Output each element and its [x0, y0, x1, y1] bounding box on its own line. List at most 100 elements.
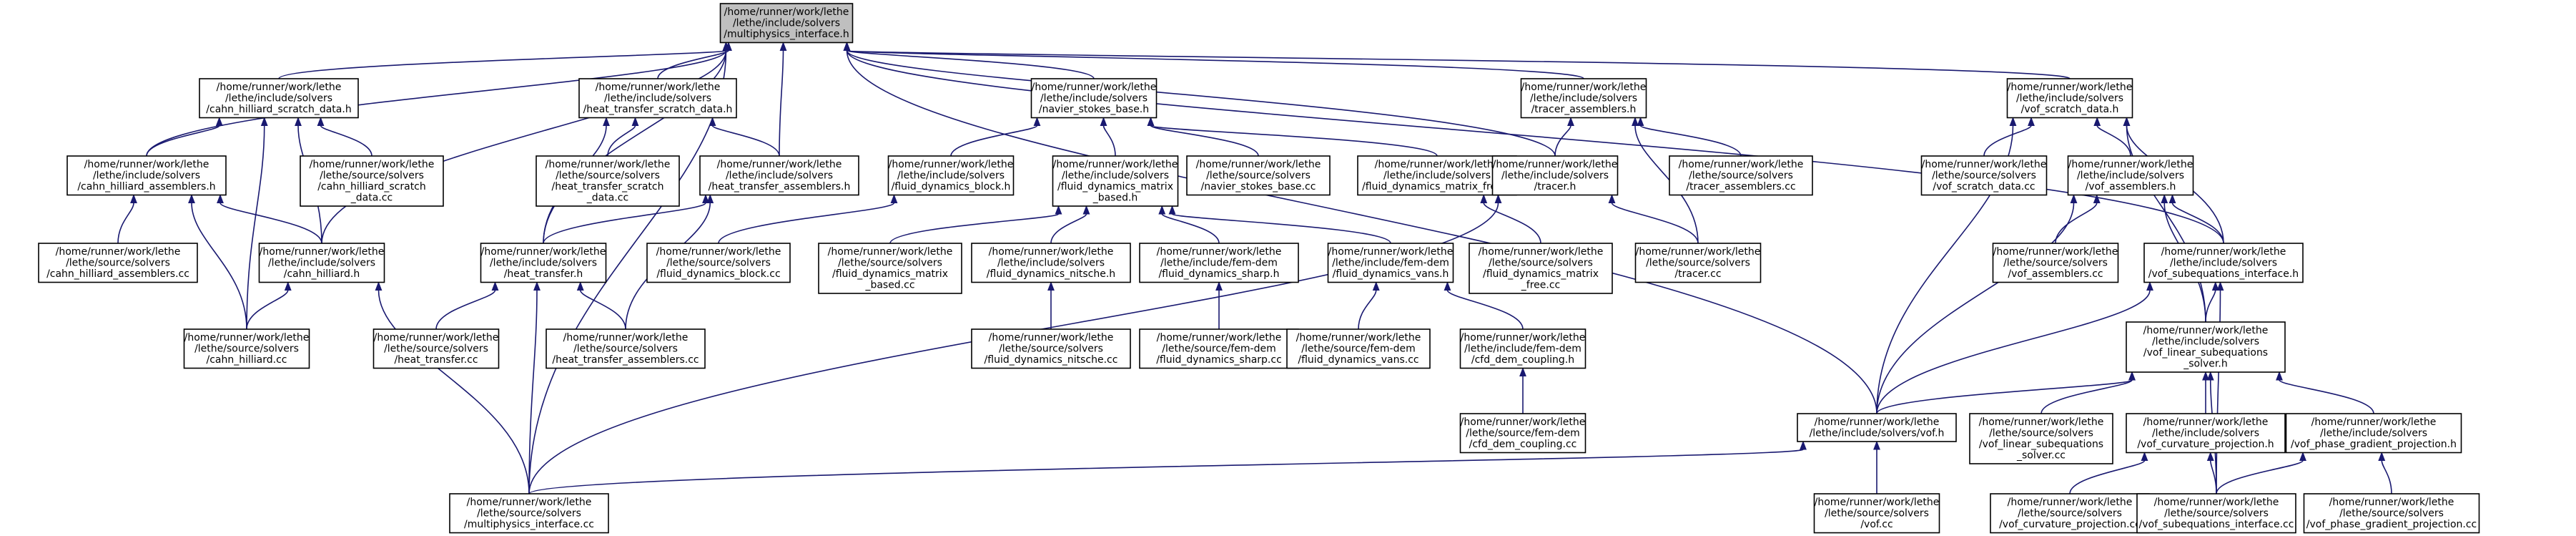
node-box	[2126, 321, 2286, 373]
graph-node-fdmb[interactable]: /home/runner/work/lethe/lethe/include/so…	[1052, 155, 1179, 207]
graph-node-htcc[interactable]: /home/runner/work/lethe/lethe/source/sol…	[372, 328, 500, 369]
edge-arrowhead	[2276, 371, 2283, 381]
graph-node-cdccc[interactable]: /home/runner/work/lethe/lethe/source/fem…	[1459, 413, 1586, 454]
node-box	[546, 328, 706, 369]
node-label-line: /fluid_dynamics_vans.cc	[1298, 354, 1418, 366]
graph-node-fdncc[interactable]: /home/runner/work/lethe/lethe/source/sol…	[971, 328, 1131, 369]
graph-node-vofcpcc[interactable]: /home/runner/work/lethe/lethe/source/sol…	[1990, 493, 2150, 534]
node-label-line: /home/runner/work/lethe	[1461, 332, 1586, 343]
node-label-line: /lethe/include/solvers	[93, 170, 200, 182]
graph-node-fdvcc[interactable]: /home/runner/work/lethe/lethe/source/fem…	[1286, 328, 1431, 369]
edge-line	[146, 125, 220, 157]
edge-line	[1876, 379, 2133, 414]
node-label-line: /lethe/source/solvers	[556, 170, 660, 182]
graph-node-vofpgpcc[interactable]: /home/runner/work/lethe/lethe/source/sol…	[2303, 493, 2480, 534]
edge-arrowhead	[1567, 117, 1574, 126]
edge-arrowhead	[2161, 194, 2168, 203]
node-box	[536, 155, 680, 207]
graph-node-nsb[interactable]: /home/runner/work/lethe/lethe/include/so…	[1030, 78, 1158, 119]
graph-node-vofpgp[interactable]: /home/runner/work/lethe/lethe/include/so…	[2285, 413, 2462, 454]
graph-edge-chsd-to-root	[278, 42, 730, 79]
graph-node-vofa[interactable]: /home/runner/work/lethe/lethe/include/so…	[2067, 155, 2194, 196]
node-box	[183, 328, 310, 369]
edge-line	[1554, 125, 1571, 157]
graph-node-ch[interactable]: /home/runner/work/lethe/lethe/include/so…	[258, 243, 385, 283]
graph-node-tr[interactable]: /home/runner/work/lethe/lethe/include/so…	[1491, 155, 1619, 196]
edge-arrowhead	[2202, 371, 2209, 381]
edge-arrowhead	[631, 117, 639, 126]
node-label-line: /lethe/include/solvers	[1530, 93, 1637, 104]
graph-edge-cdc-to-fdv	[1444, 281, 1524, 330]
graph-node-voflsscc[interactable]: /home/runner/work/lethe/lethe/source/sol…	[1969, 413, 2113, 464]
graph-edge-vof-to-voflss	[1876, 371, 2136, 414]
node-label-line: /lethe/source/solvers	[1989, 428, 2093, 439]
graph-node-trcc[interactable]: /home/runner/work/lethe/lethe/source/sol…	[1634, 243, 1762, 283]
edge-arrowhead	[2378, 452, 2386, 461]
graph-node-vofsdcc[interactable]: /home/runner/work/lethe/lethe/source/sol…	[1920, 155, 2048, 196]
graph-node-chcc[interactable]: /home/runner/work/lethe/lethe/source/sol…	[183, 328, 310, 369]
node-label-line: /home/runner/work/lethe	[1032, 82, 1157, 93]
graph-node-tra[interactable]: /home/runner/work/lethe/lethe/include/so…	[1520, 78, 1647, 119]
graph-node-voflss[interactable]: /home/runner/work/lethe/lethe/include/so…	[2126, 321, 2286, 373]
edge-arrowhead	[1215, 281, 1223, 291]
node-label-line: /lethe/source/solvers	[838, 258, 942, 269]
node-label-line: /home/runner/work/lethe	[1479, 246, 1604, 258]
graph-edge-fdscc-to-fds	[1215, 281, 1223, 330]
node-label-line: /lethe/include/solvers	[2152, 336, 2259, 348]
graph-node-mpicc[interactable]: /home/runner/work/lethe/lethe/source/sol…	[449, 493, 609, 534]
node-box	[699, 155, 859, 196]
graph-node-fdv[interactable]: /home/runner/work/lethe/lethe/include/fe…	[1327, 243, 1454, 283]
graph-edge-cdccc-to-cdc	[1519, 367, 1526, 414]
node-label-line: /tracer.cc	[1674, 268, 1721, 280]
graph-node-ht[interactable]: /home/runner/work/lethe/lethe/include/so…	[480, 243, 607, 283]
graph-node-root[interactable]: /home/runner/work/lethe/lethe/include/so…	[719, 3, 854, 44]
node-label-line: /home/runner/work/lethe	[260, 246, 385, 258]
graph-node-vofcc[interactable]: /home/runner/work/lethe/lethe/source/sol…	[1813, 493, 1940, 534]
graph-node-htacc[interactable]: /home/runner/work/lethe/lethe/source/sol…	[546, 328, 706, 369]
graph-node-fdbcc[interactable]: /home/runner/work/lethe/lethe/source/sol…	[646, 243, 791, 283]
graph-node-fdmfcc[interactable]: /home/runner/work/lethe/lethe/source/sol…	[1469, 243, 1613, 294]
graph-node-tracc[interactable]: /home/runner/work/lethe/lethe/source/sol…	[1669, 155, 1813, 196]
edge-line	[219, 202, 322, 244]
graph-node-chacc[interactable]: /home/runner/work/lethe/lethe/source/sol…	[38, 243, 198, 283]
graph-node-fdmf[interactable]: /home/runner/work/lethe/lethe/include/so…	[1357, 155, 1517, 196]
graph-node-chsdcc[interactable]: /home/runner/work/lethe/lethe/source/sol…	[300, 155, 444, 207]
node-label-line: /lethe/source/fem-dem	[1466, 428, 1580, 439]
graph-node-vofsicc[interactable]: /home/runner/work/lethe/lethe/source/sol…	[2136, 493, 2296, 534]
edge-line	[779, 50, 784, 157]
node-label-line: /fluid_dynamics_nitsche.h	[987, 268, 1115, 280]
graph-node-fds[interactable]: /home/runner/work/lethe/lethe/include/fe…	[1139, 243, 1299, 283]
graph-node-hta[interactable]: /home/runner/work/lethe/lethe/include/so…	[699, 155, 859, 196]
edge-arrowhead	[317, 117, 325, 126]
node-box	[258, 243, 385, 283]
graph-node-vofsi[interactable]: /home/runner/work/lethe/lethe/include/so…	[2143, 243, 2304, 283]
node-box	[2136, 493, 2296, 534]
graph-node-vofacc[interactable]: /home/runner/work/lethe/lethe/source/sol…	[1992, 243, 2119, 283]
graph-node-nsbcc[interactable]: /home/runner/work/lethe/lethe/source/sol…	[1186, 155, 1331, 196]
edge-line	[1358, 290, 1377, 330]
edge-line	[377, 290, 530, 494]
node-label-line: /multiphysics_interface.h	[724, 29, 849, 40]
graph-node-chsd[interactable]: /home/runner/work/lethe/lethe/include/so…	[199, 78, 359, 119]
graph-node-fdscc[interactable]: /home/runner/work/lethe/lethe/source/fem…	[1139, 328, 1299, 369]
graph-node-vof[interactable]: /home/runner/work/lethe/lethe/include/so…	[1797, 413, 1957, 442]
graph-node-fdb[interactable]: /home/runner/work/lethe/lethe/include/so…	[887, 155, 1015, 196]
node-label-line: /lethe/source/solvers	[194, 343, 299, 355]
graph-node-fdmbcc[interactable]: /home/runner/work/lethe/lethe/source/sol…	[818, 243, 962, 294]
edge-line	[117, 203, 134, 244]
graph-node-vofsd[interactable]: /home/runner/work/lethe/lethe/include/so…	[2006, 78, 2133, 119]
graph-node-fdn[interactable]: /home/runner/work/lethe/lethe/include/so…	[971, 243, 1131, 283]
graph-edge-fdbcc-to-fdb	[718, 194, 898, 244]
node-label-line: /lethe/include/solvers	[997, 258, 1105, 269]
graph-node-htsdcc[interactable]: /home/runner/work/lethe/lethe/source/sol…	[536, 155, 680, 207]
graph-node-htsd[interactable]: /home/runner/work/lethe/lethe/include/so…	[578, 78, 737, 119]
graph-node-cha[interactable]: /home/runner/work/lethe/lethe/include/so…	[66, 155, 227, 196]
node-label-line: /home/runner/work/lethe	[546, 159, 671, 170]
graph-node-cdc[interactable]: /home/runner/work/lethe/lethe/include/fe…	[1459, 328, 1586, 369]
node-label-line: /home/runner/work/lethe	[1493, 159, 1618, 170]
edge-line	[846, 49, 1095, 79]
node-label-line: /lethe/source/solvers	[2018, 508, 2122, 520]
node-box	[1491, 155, 1619, 196]
node-label-line: /lethe/include/solvers	[268, 258, 375, 269]
graph-node-vofcp[interactable]: /home/runner/work/lethe/lethe/include/so…	[2126, 413, 2286, 454]
